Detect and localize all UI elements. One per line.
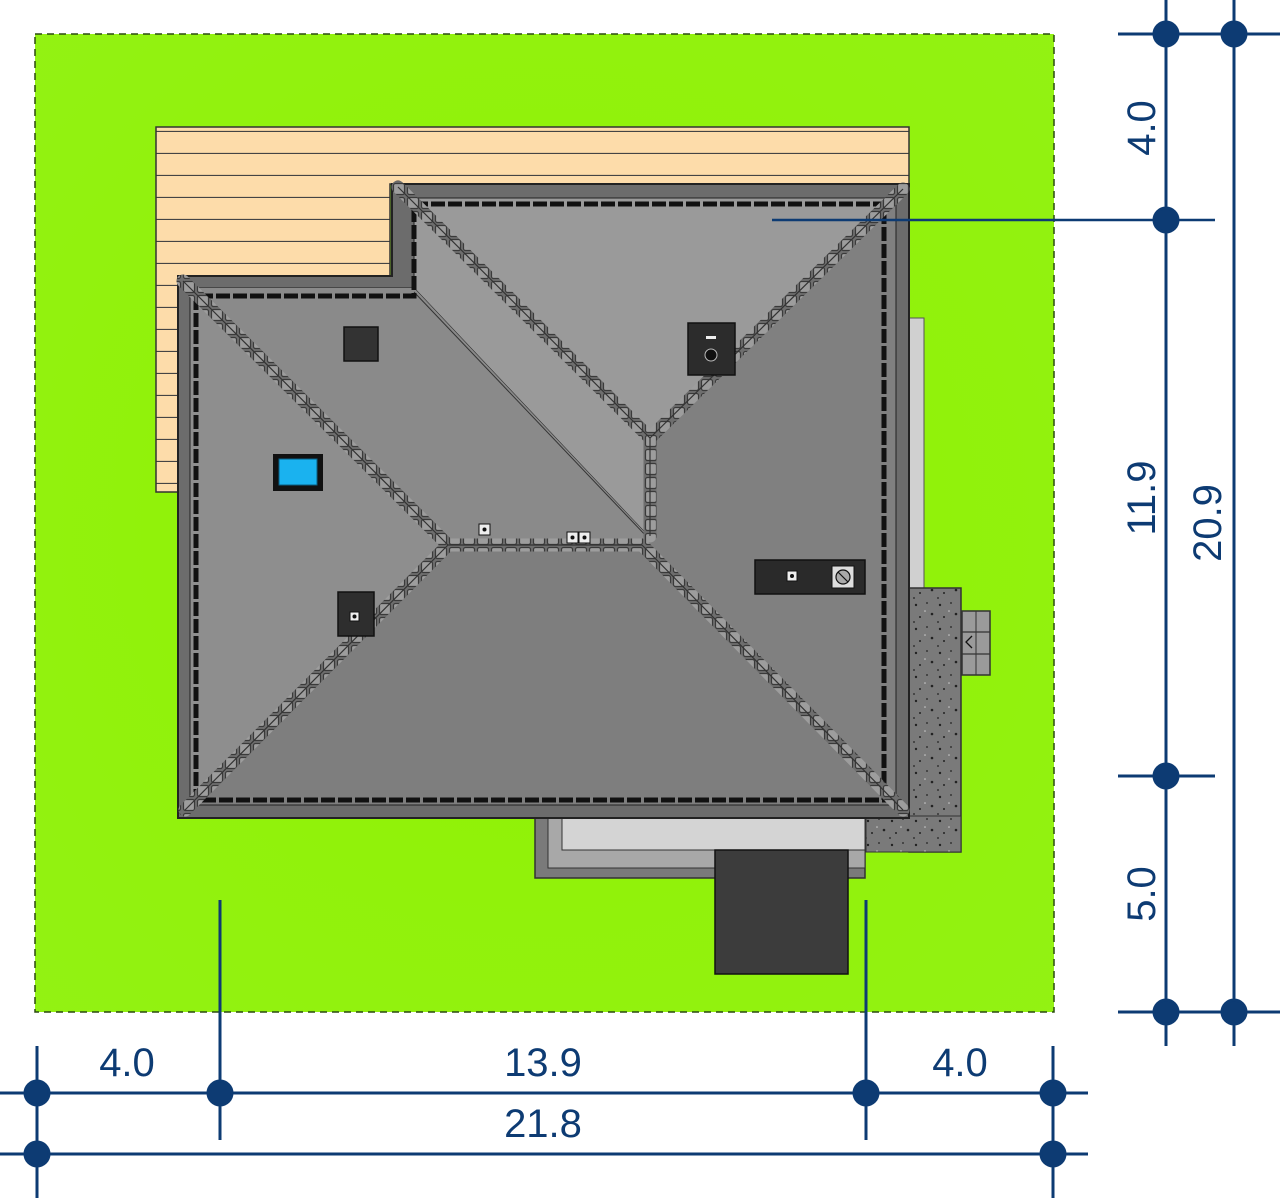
dim-right-setback: 4.0 <box>932 1041 988 1085</box>
vent-icon <box>566 531 591 544</box>
roof-plane-valley <box>190 288 652 540</box>
right-dimensions <box>1118 0 1280 1046</box>
dim-building-width: 13.9 <box>504 1041 582 1085</box>
driveway <box>714 849 849 975</box>
gravel-paving <box>908 587 962 853</box>
dim-total-width: 21.8 <box>504 1102 582 1146</box>
front-terrace <box>534 817 866 879</box>
entrance-steps <box>961 610 991 676</box>
vent-icon <box>337 591 375 637</box>
chimney-icon <box>754 559 866 595</box>
gravel-paving-corner <box>865 815 962 853</box>
dim-building-depth: 11.9 <box>1120 461 1164 536</box>
bottom-dimensions <box>0 900 1088 1198</box>
chimney-icon <box>343 326 379 362</box>
skylight-icon <box>273 454 323 491</box>
ridge-outline <box>182 186 904 811</box>
dim-left-setback: 4.0 <box>99 1041 155 1085</box>
roof <box>176 180 910 819</box>
side-walkway <box>908 317 925 591</box>
dim-total-depth: 20.9 <box>1186 484 1230 562</box>
dim-top-setback: 4.0 <box>1120 100 1164 156</box>
vent-icon <box>478 523 491 536</box>
dim-bottom-setback: 5.0 <box>1120 866 1164 922</box>
chimney-icon <box>687 322 736 376</box>
roof-valley-line <box>413 291 649 539</box>
